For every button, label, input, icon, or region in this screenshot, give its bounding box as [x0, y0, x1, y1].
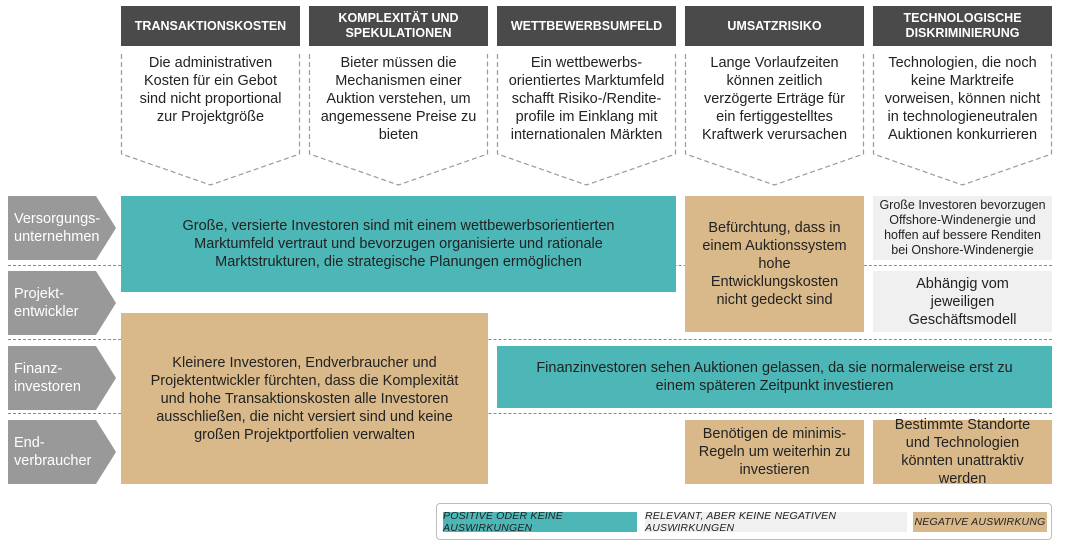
column-description-technologische-diskriminierung: Technologien, die noch keine Marktreife …: [872, 54, 1053, 186]
row-label-versorgungsunternehmen: Versorgungs- unternehmen: [8, 196, 116, 260]
row-label-finanzinvestoren: Finanz- investoren: [8, 346, 116, 410]
column-header-transaktionskosten: TRANSAKTIONSKOSTEN: [121, 6, 300, 46]
row-label-endverbraucher: End- verbraucher: [8, 420, 116, 484]
dashed-callout-shape: [120, 54, 301, 186]
row-divider: [8, 413, 1052, 414]
cell-financial-investors: Finanzinvestoren sehen Auktionen gelasse…: [497, 346, 1052, 408]
cell-business-model: Abhängig vom jeweiligen Geschäftsmodell: [873, 271, 1052, 332]
arrow-shape: [8, 271, 116, 335]
row-label-projektentwickler: Projekt- entwickler: [8, 271, 116, 335]
dashed-callout-shape: [308, 54, 489, 186]
cell-offshore-preference: Große Investoren bevorzugen Offshore-Win…: [873, 196, 1052, 260]
cell-large-investors: Große, versierte Investoren sind mit ein…: [121, 196, 676, 292]
column-header-komplexitaet: KOMPLEXITÄT UND SPEKULATIONEN: [309, 6, 488, 46]
legend-neutral: RELEVANT, ABER KEINE NEGATIVEN AUSWIRKUN…: [645, 510, 907, 534]
legend: POSITIVE ODER KEINE AUSWIRKUNGEN RELEVAN…: [436, 503, 1052, 540]
column-description-komplexitaet: Bieter müssen die Mechanismen einer Aukt…: [308, 54, 489, 186]
column-header-umsatzrisiko: UMSATZRISIKO: [685, 6, 864, 46]
dashed-callout-shape: [684, 54, 865, 186]
arrow-shape: [8, 346, 116, 410]
legend-negative: NEGATIVE AUSWIRKUNG: [913, 512, 1047, 532]
cell-development-costs: Befürchtung, dass in einem Auktionssyste…: [685, 196, 864, 332]
column-description-transaktionskosten: Die administrativen Kosten für ein Gebot…: [120, 54, 301, 186]
column-header-technologische-diskriminierung: TECHNOLOGISCHE DISKRIMINIERUNG: [873, 6, 1052, 46]
arrow-shape: [8, 196, 116, 260]
column-header-wettbewerbsumfeld: WETTBEWERBSUMFELD: [497, 6, 676, 46]
column-description-umsatzrisiko: Lange Vorlaufzeiten können zeitlich verz…: [684, 54, 865, 186]
row-divider: [8, 339, 1052, 340]
dashed-callout-shape: [496, 54, 677, 186]
dashed-callout-shape: [872, 54, 1053, 186]
arrow-shape: [8, 420, 116, 484]
legend-positive: POSITIVE ODER KEINE AUSWIRKUNGEN: [443, 510, 637, 534]
column-description-wettbewerbsumfeld: Ein wettbewerbs- orientiertes Marktumfel…: [496, 54, 677, 186]
cell-small-investors: Kleinere Investoren, Endverbraucher und …: [121, 313, 488, 484]
cell-locations-technologies: Bestimmte Standorte und Technologien kön…: [873, 417, 1052, 487]
cell-de-minimis: Benötigen de minimis-Regeln um weiterhin…: [685, 420, 864, 484]
